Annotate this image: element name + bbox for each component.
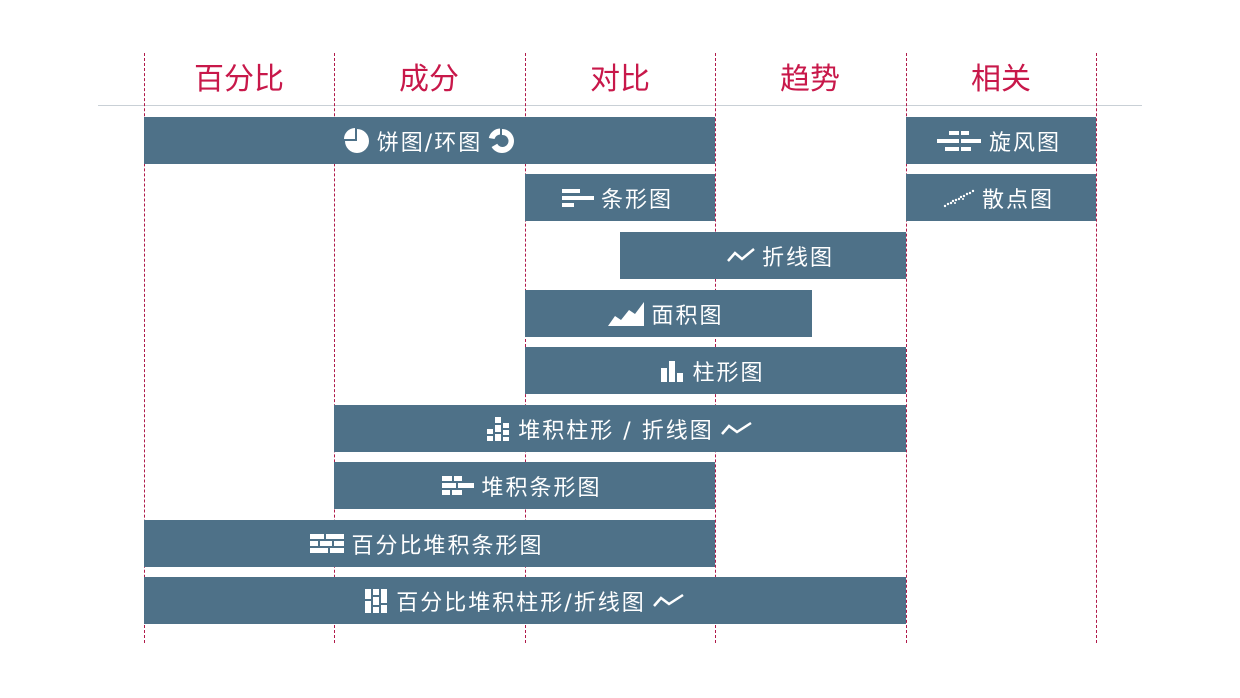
stacked-column-icon	[487, 416, 510, 441]
bar-label: 饼图/环图	[376, 130, 483, 156]
bar-label: 百分比堆积条形图	[351, 533, 544, 559]
scatter-icon	[943, 189, 975, 207]
donut-icon	[489, 128, 515, 153]
bar-area-chart: 面积图	[525, 290, 812, 337]
bar-label: 折线图	[761, 245, 834, 271]
bar-label: 百分比堆积柱形/折线图	[396, 590, 646, 616]
header-rule	[98, 105, 1142, 106]
bar-chart-icon	[561, 188, 594, 207]
bar-label: 堆积条形图	[481, 475, 602, 501]
bar-bar-chart: 条形图	[525, 174, 715, 221]
column-header-comparison: 对比	[590, 62, 650, 97]
column-divider	[906, 53, 907, 643]
bar-pie-donut: 饼图/环图	[144, 117, 715, 164]
column-header-correlation: 相关	[971, 62, 1031, 97]
column-chart-icon	[661, 360, 684, 382]
column-divider	[1096, 53, 1097, 643]
pie-icon	[343, 127, 369, 153]
percent-stacked-column-icon	[365, 588, 388, 613]
bar-label: 面积图	[651, 303, 724, 329]
line-chart-icon	[720, 421, 752, 435]
tornado-icon	[936, 130, 981, 151]
line-chart-icon	[727, 247, 755, 262]
bar-stacked-bar: 堆积条形图	[334, 462, 715, 509]
bar-scatter: 散点图	[906, 174, 1096, 221]
column-divider	[334, 53, 335, 643]
column-divider	[144, 53, 145, 643]
bar-tornado: 旋风图	[906, 117, 1096, 164]
bar-percent-stacked-bar: 百分比堆积条形图	[144, 520, 715, 567]
bar-column-chart: 柱形图	[525, 347, 906, 394]
bar-label: 条形图	[600, 187, 673, 213]
column-header-trend: 趋势	[780, 62, 840, 97]
bar-label: 柱形图	[692, 360, 765, 386]
stacked-bar-icon	[442, 475, 475, 495]
bar-line-chart: 折线图	[620, 232, 906, 279]
bar-label: 堆积柱形 / 折线图	[518, 418, 714, 444]
bar-stacked-column-line: 堆积柱形 / 折线图	[334, 405, 906, 452]
column-header-composition: 成分	[399, 62, 459, 97]
bar-percent-stacked-column-line: 百分比堆积柱形/折线图	[144, 577, 906, 624]
line-chart-icon	[652, 593, 684, 607]
area-chart-icon	[608, 301, 645, 326]
bar-label: 散点图	[981, 187, 1054, 213]
column-header-percentage: 百分比	[194, 62, 284, 97]
bar-label: 旋风图	[988, 130, 1061, 156]
percent-stacked-bar-icon	[310, 533, 345, 553]
